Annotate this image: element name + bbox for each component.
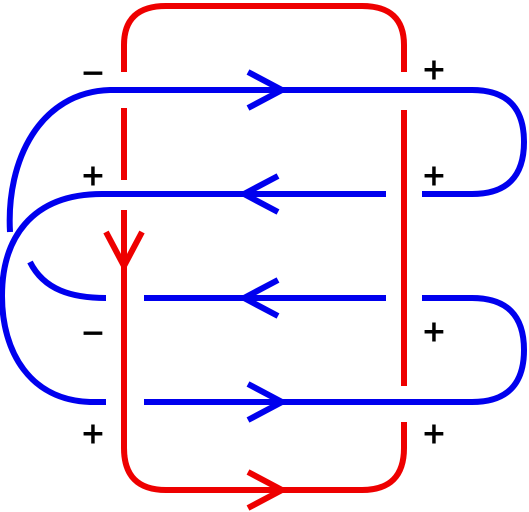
crossing-signs: − + − + + + + + <box>80 53 446 452</box>
sign-right-bottom: + <box>421 417 446 452</box>
blue-arrow-lower <box>241 277 280 319</box>
blue-arrow-bottom <box>246 381 285 423</box>
blue-strand-4 <box>144 295 527 405</box>
blue-strand-1 <box>6 87 527 233</box>
sign-left-bottom: + <box>80 417 105 452</box>
blue-strand-3-end <box>27 260 107 301</box>
blue-arrow-top <box>246 69 285 111</box>
red-strand <box>103 3 407 511</box>
blue-strand-2 <box>0 191 386 405</box>
red-left-descent <box>121 210 407 493</box>
blue-strand <box>0 69 527 423</box>
red-arrow-right <box>246 469 285 511</box>
sign-left-lower: − <box>80 316 105 351</box>
sign-right-lower: + <box>421 315 446 350</box>
red-top-arch <box>121 3 407 72</box>
sign-right-top: + <box>421 53 446 88</box>
red-arrow-down <box>103 230 145 269</box>
blue-arrow-upper <box>241 173 280 215</box>
sign-right-upper: + <box>421 159 446 194</box>
sign-left-top: − <box>80 56 105 91</box>
sign-left-upper: + <box>80 159 105 194</box>
